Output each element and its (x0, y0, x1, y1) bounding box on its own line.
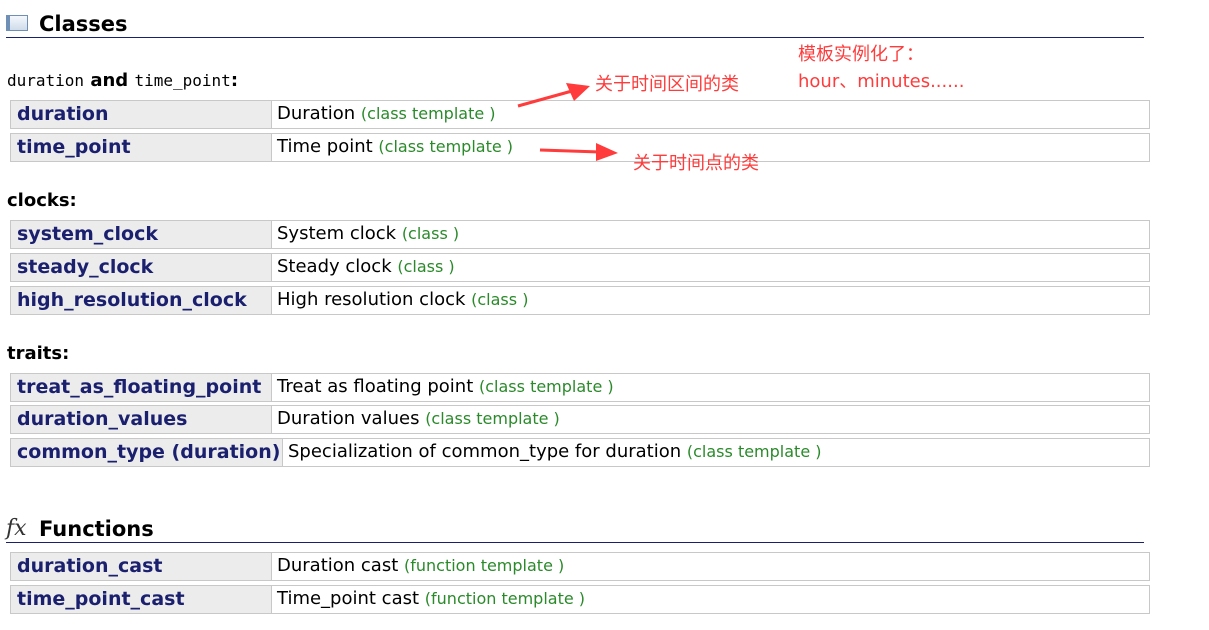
kind-text: (class template ) (479, 377, 614, 396)
kind-text: (class template ) (378, 137, 514, 156)
table-row: steady_clock Steady clock (class ) (10, 253, 1150, 282)
label-part-and: and (90, 70, 129, 91)
time-point-cast-link[interactable]: time_point_cast (17, 588, 185, 610)
label-part-duration: duration (7, 71, 85, 90)
desc-cell: Treat as floating point (class template … (277, 376, 614, 397)
table-row: duration_cast Duration cast (function te… (10, 552, 1150, 581)
classes-title: Classes (39, 12, 128, 36)
group-label-traits: traits: (7, 343, 70, 364)
classes-header: Classes (6, 11, 1144, 38)
kind-text: (class template ) (686, 442, 822, 461)
kind-text: (class ) (397, 257, 455, 276)
name-cell: treat_as_floating_point (11, 374, 272, 401)
table-row: duration_values Duration values (class t… (10, 405, 1150, 434)
label-part-colon: : (230, 70, 239, 91)
name-cell: common_type (duration) (11, 439, 283, 466)
desc-text: High resolution clock (277, 289, 466, 310)
kind-text: (class ) (401, 224, 460, 243)
duration-link[interactable]: duration (17, 103, 109, 125)
time-point-note: 关于时间点的类 (633, 153, 759, 174)
desc-text: Duration (277, 103, 356, 124)
treat-as-floating-point-link[interactable]: treat_as_floating_point (17, 376, 262, 398)
group-label-clocks: clocks: (7, 190, 77, 211)
table-row: time_point Time point (class template ) (10, 133, 1150, 162)
group-label-duration-time-point: duration and time_point: (7, 70, 238, 91)
name-cell: duration (11, 101, 272, 128)
table-row: time_point_cast Time_point cast (functio… (10, 585, 1150, 614)
kind-text: (class template ) (360, 104, 496, 123)
functions-header: fx Functions (6, 516, 1144, 543)
desc-text: Duration values (277, 408, 420, 429)
template-note-line2: hour、minutes...... (798, 71, 965, 92)
table-row: system_clock System clock (class ) (10, 220, 1150, 249)
time-point-link[interactable]: time_point (17, 136, 131, 158)
system-clock-link[interactable]: system_clock (17, 223, 158, 245)
desc-cell: Steady clock (class ) (277, 256, 455, 277)
kind-text: (class template ) (425, 409, 560, 428)
desc-text: Treat as floating point (277, 376, 474, 397)
high-resolution-clock-link[interactable]: high_resolution_clock (17, 289, 247, 311)
desc-cell: Duration cast (function template ) (277, 555, 564, 576)
desc-text: Duration cast (277, 555, 399, 576)
table-row: high_resolution_clock High resolution cl… (10, 286, 1150, 315)
name-cell: duration_cast (11, 553, 272, 580)
desc-text: Steady clock (277, 256, 392, 277)
name-cell: duration_values (11, 406, 272, 433)
desc-cell: Duration values (class template ) (277, 408, 560, 429)
common-type-duration-link[interactable]: common_type (duration) (17, 441, 281, 463)
steady-clock-link[interactable]: steady_clock (17, 256, 154, 278)
table-row: common_type (duration) Specialization of… (10, 438, 1150, 467)
class-icon (6, 15, 28, 31)
desc-text: System clock (277, 223, 397, 244)
name-cell: time_point (11, 134, 272, 161)
desc-cell: System clock (class ) (277, 223, 459, 244)
duration-values-link[interactable]: duration_values (17, 408, 188, 430)
desc-text: Time point (277, 136, 373, 157)
functions-title: Functions (39, 517, 154, 541)
desc-cell: Time_point cast (function template ) (277, 588, 585, 609)
duration-cast-link[interactable]: duration_cast (17, 555, 163, 577)
name-cell: steady_clock (11, 254, 272, 281)
desc-text: Time_point cast (277, 588, 420, 609)
desc-text: Specialization of common_type for durati… (288, 441, 682, 462)
name-cell: high_resolution_clock (11, 287, 272, 314)
desc-cell: Time point (class template ) (277, 136, 513, 157)
template-note-line1: 模板实例化了： (798, 44, 924, 65)
kind-text: (function template ) (424, 589, 586, 608)
table-row: duration Duration (class template ) (10, 100, 1150, 129)
name-cell: system_clock (11, 221, 272, 248)
kind-text: (function template ) (404, 556, 565, 575)
kind-text: (class ) (471, 290, 529, 309)
desc-cell: Specialization of common_type for durati… (288, 441, 822, 462)
duration-note: 关于时间区间的类 (595, 74, 739, 95)
fx-icon: fx (6, 516, 27, 541)
label-part-time-point: time_point (134, 71, 231, 90)
table-row: treat_as_floating_point Treat as floatin… (10, 373, 1150, 402)
desc-cell: High resolution clock (class ) (277, 289, 528, 310)
name-cell: time_point_cast (11, 586, 272, 613)
desc-cell: Duration (class template ) (277, 103, 496, 124)
